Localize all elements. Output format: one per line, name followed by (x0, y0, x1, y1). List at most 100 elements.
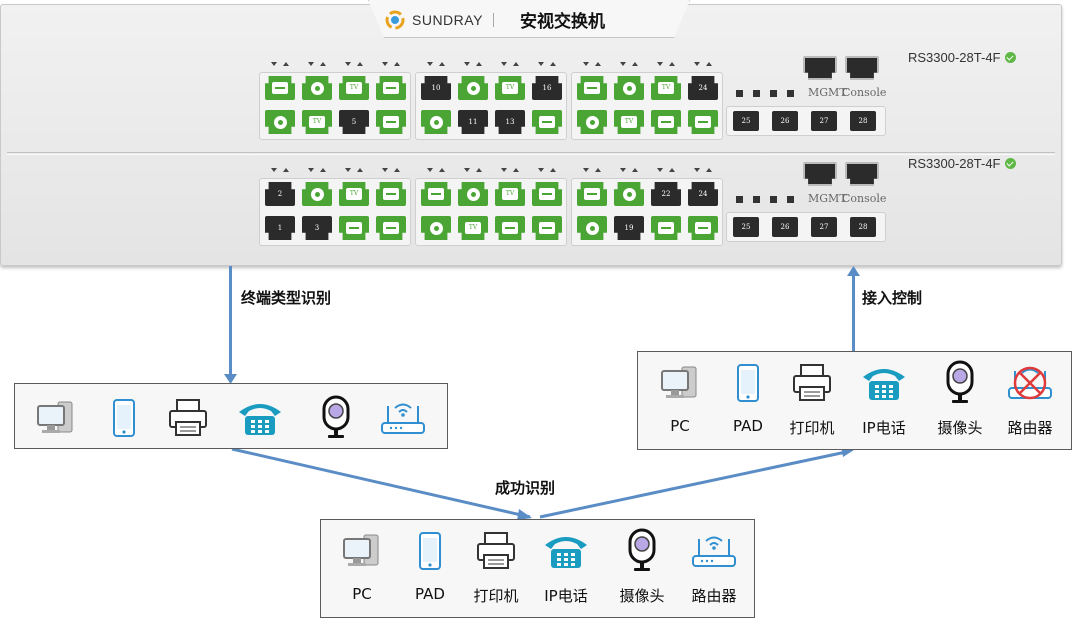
led-up-icon (357, 168, 363, 172)
device-label: IP电话 (862, 419, 906, 437)
ethernet-port: 24 (688, 76, 718, 100)
sfp-led (787, 90, 794, 97)
ethernet-port: 16 (532, 76, 562, 100)
ethernet-port: 5 (339, 110, 369, 134)
device-type-icon (309, 116, 325, 128)
mgmt-port (803, 162, 837, 186)
ethernet-port (376, 110, 406, 134)
led-up-icon (394, 62, 400, 66)
sfp-led (770, 196, 777, 203)
camera-icon (945, 360, 975, 406)
led-down-icon (308, 62, 314, 66)
led-up-icon (595, 168, 601, 172)
ethernet-port (577, 216, 607, 240)
device-type-icon (585, 221, 599, 235)
ethernet-port: 19 (614, 216, 644, 240)
led-up-icon (669, 62, 675, 66)
led-up-icon (706, 168, 712, 172)
mgmt-label: MGMT (808, 192, 847, 205)
ip-phone-icon (235, 398, 285, 438)
device-type-icon (383, 82, 399, 94)
unidentified-devices-panel (14, 383, 448, 449)
ethernet-port (651, 216, 681, 240)
camera-icon (321, 395, 351, 441)
arrow-head-up-icon (847, 266, 860, 276)
brand-separator (493, 13, 494, 27)
device-type-icon (466, 187, 480, 201)
led-down-icon (345, 62, 351, 66)
ethernet-port (458, 182, 488, 206)
device-type-icon (584, 82, 600, 94)
led-down-icon (694, 62, 700, 66)
identify-label: 终端类型识别 (241, 289, 332, 307)
device-label: PAD (733, 417, 763, 435)
led-up-icon (632, 168, 638, 172)
ethernet-port (532, 182, 562, 206)
console-label: Console (842, 192, 887, 205)
led-down-icon (427, 168, 433, 172)
console-port (845, 162, 879, 186)
device-type-icon (429, 221, 443, 235)
device-type-icon (310, 187, 324, 201)
led-down-icon (620, 168, 626, 172)
ethernet-port (577, 110, 607, 134)
led-down-icon (345, 168, 351, 172)
ethernet-port: 3 (302, 216, 332, 240)
ethernet-port: 1 (265, 216, 295, 240)
led-up-icon (439, 62, 445, 66)
router-blocked-icon (1005, 363, 1055, 403)
device-label: PAD (415, 585, 445, 603)
ethernet-port (421, 216, 451, 240)
unit2-model: RS3300-28T-4F (908, 156, 1016, 171)
ethernet-port (421, 182, 451, 206)
ethernet-port (265, 110, 295, 134)
ethernet-port (458, 76, 488, 100)
device-type-icon (272, 82, 288, 94)
led-down-icon (501, 168, 507, 172)
ethernet-port (614, 76, 644, 100)
led-up-icon (550, 168, 556, 172)
device-label: PC (670, 417, 690, 435)
camera-icon (627, 528, 657, 574)
ethernet-port (495, 216, 525, 240)
ethernet-port (495, 182, 525, 206)
brand-tab (368, 0, 690, 38)
led-up-icon (513, 62, 519, 66)
led-down-icon (501, 62, 507, 66)
device-type-icon (346, 188, 362, 200)
led-up-icon (320, 168, 326, 172)
led-down-icon (382, 62, 388, 66)
device-type-icon (621, 116, 637, 128)
device-type-icon (310, 81, 324, 95)
switch-title: 安视交换机 (520, 12, 605, 32)
success-label: 成功识别 (495, 479, 556, 497)
unit1-model: RS3300-28T-4F (908, 50, 1016, 65)
led-down-icon (583, 168, 589, 172)
device-label: 打印机 (789, 419, 835, 437)
router-icon (378, 398, 428, 438)
access-control-panel (637, 351, 1072, 450)
ethernet-port (688, 110, 718, 134)
ethernet-port (376, 216, 406, 240)
device-type-icon (695, 116, 711, 128)
tablet-icon (735, 363, 761, 403)
printer-icon (167, 398, 209, 438)
sfp-led (736, 196, 743, 203)
led-up-icon (283, 168, 289, 172)
device-label: 摄像头 (937, 419, 983, 437)
device-type-icon (383, 222, 399, 234)
device-type-icon (465, 222, 481, 234)
identify-arrow (229, 266, 232, 378)
ethernet-port: 2 (265, 182, 295, 206)
ethernet-port (614, 110, 644, 134)
led-up-icon (595, 62, 601, 66)
ethernet-port (302, 76, 332, 100)
device-type-icon (429, 115, 443, 129)
device-type-icon (539, 188, 555, 200)
ethernet-port (302, 110, 332, 134)
sfp-port: 28 (850, 217, 876, 237)
device-label: 路由器 (1007, 419, 1053, 437)
led-down-icon (657, 168, 663, 172)
ethernet-port (458, 216, 488, 240)
ethernet-port (339, 216, 369, 240)
